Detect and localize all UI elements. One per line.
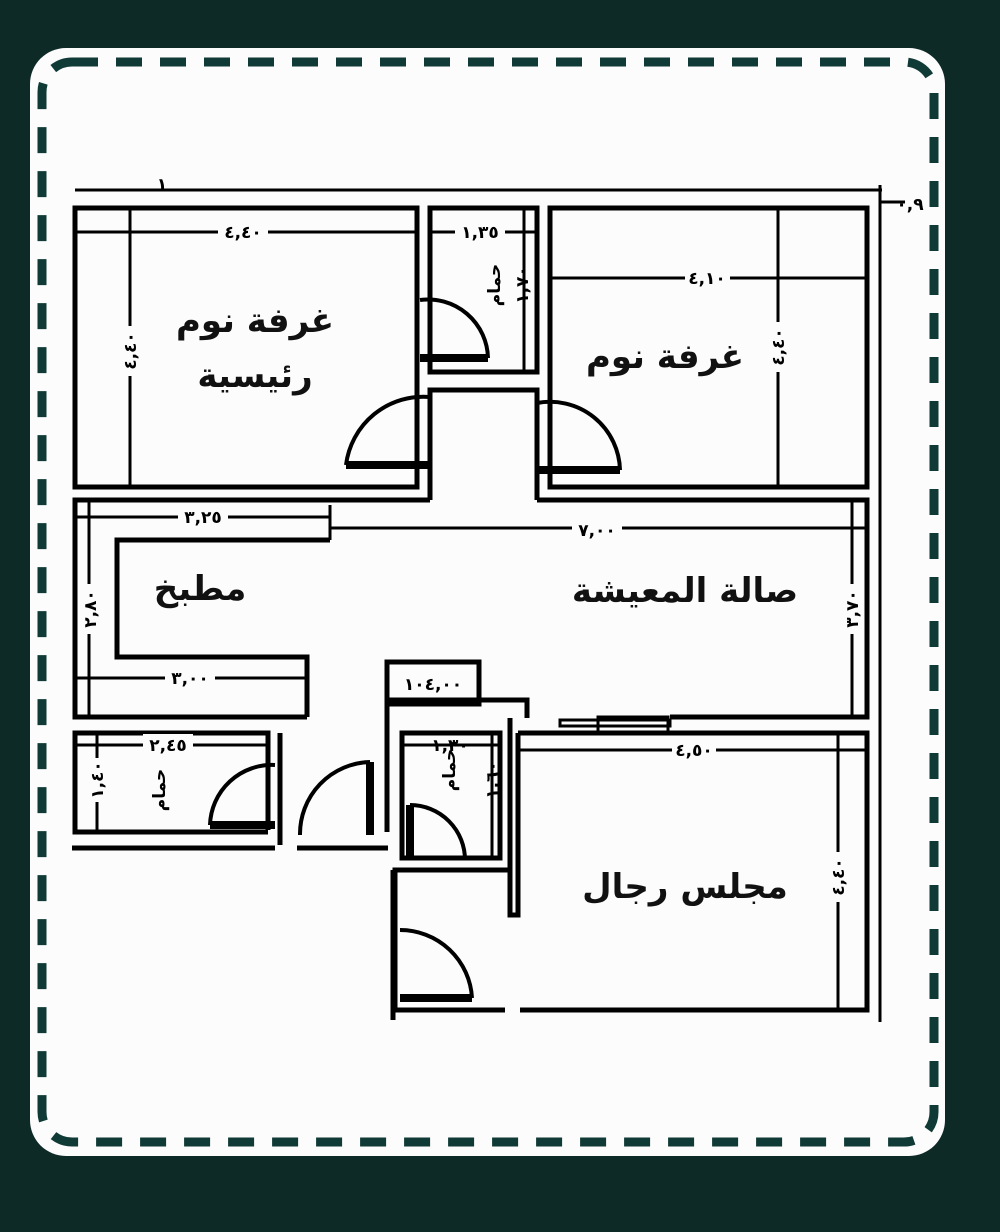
living-walls xyxy=(72,497,870,720)
door-master-bedroom[interactable] xyxy=(344,394,431,466)
total-area: ١٠٤,٠٠ xyxy=(404,675,462,695)
bath2-width-dim: ٢,٤٥ xyxy=(149,736,187,756)
bath3-height-dim: ١,٦٠ xyxy=(483,761,503,799)
bath3-width-dim: ١,٣٠ xyxy=(431,736,469,756)
bath2-walls xyxy=(72,697,530,918)
dim-bg xyxy=(143,734,193,756)
bath3-label: حمام xyxy=(440,749,460,792)
total-area-box xyxy=(384,659,482,707)
kitchen-height-dim: ٢,٨٠ xyxy=(81,590,101,628)
door-bath2[interactable] xyxy=(208,762,276,826)
dim-bg xyxy=(766,322,790,372)
kitchen-counter xyxy=(114,537,330,717)
dim-bg xyxy=(685,266,730,288)
bath1-label: حمام xyxy=(485,264,505,307)
dim-bg xyxy=(165,667,215,689)
master-bedroom-label: غرفة نوم xyxy=(176,301,334,341)
dim-bg xyxy=(455,220,505,242)
dim-bg xyxy=(78,584,102,634)
living-height-dim: ٣,٧٠ xyxy=(843,590,863,628)
bedroom-walls xyxy=(547,205,870,490)
living-label: صالة المعيشة xyxy=(572,571,798,611)
master-bedroom-walls xyxy=(72,205,420,490)
bath2-height-dim: ١,٤٠ xyxy=(88,761,108,799)
door-bath1[interactable] xyxy=(419,297,490,359)
dim-bg xyxy=(672,738,716,760)
master-width-dim: ٤,٤٠ xyxy=(224,223,262,243)
living-width-dim: ٧,٠٠ xyxy=(578,521,616,541)
door-entrance[interactable] xyxy=(399,927,474,999)
corridor-walls xyxy=(427,387,540,500)
majlis-width-dim: ٤,٥٠ xyxy=(675,741,713,761)
kitchen-label: مطبخ xyxy=(154,569,247,609)
bath1-walls xyxy=(427,205,540,375)
dim-bg xyxy=(118,326,142,376)
overall-top-dim: ١ xyxy=(157,175,167,195)
door-hall[interactable] xyxy=(297,760,371,836)
dashed-border xyxy=(37,57,939,1147)
door-bedroom[interactable] xyxy=(536,399,622,471)
majlis-walls xyxy=(390,730,870,1020)
dim-bg xyxy=(572,518,622,540)
kitchen-top-dim: ٣,٢٥ xyxy=(184,508,222,528)
bath1-width-dim: ١,٣٥ xyxy=(461,223,499,243)
bedroom-height-dim: ٤,٤٠ xyxy=(769,328,789,366)
dim-bg xyxy=(86,758,108,802)
dim-bg xyxy=(178,506,228,528)
overall-right-dim: ٠,٩ xyxy=(896,195,924,215)
master-height-dim: ٤,٤٠ xyxy=(121,332,141,370)
bedroom-label: غرفة نوم xyxy=(586,337,744,377)
dim-bg xyxy=(218,220,268,242)
bedroom-width-dim: ٤,١٠ xyxy=(688,269,726,289)
bath1-height-dim: ١,٧٠ xyxy=(513,266,533,304)
kitchen-bottom-dim: ٣,٠٠ xyxy=(171,669,209,689)
door-bath3[interactable] xyxy=(409,803,467,861)
majlis-label: مجلس رجال xyxy=(582,867,788,907)
dim-bg xyxy=(840,584,864,634)
bath2-label: حمام xyxy=(150,769,170,812)
master-bedroom-label-2: رئيسية xyxy=(197,356,312,396)
majlis-height-dim: ٤,٤٠ xyxy=(829,858,849,896)
dim-bg xyxy=(826,852,850,902)
sliding-door[interactable] xyxy=(558,718,672,728)
